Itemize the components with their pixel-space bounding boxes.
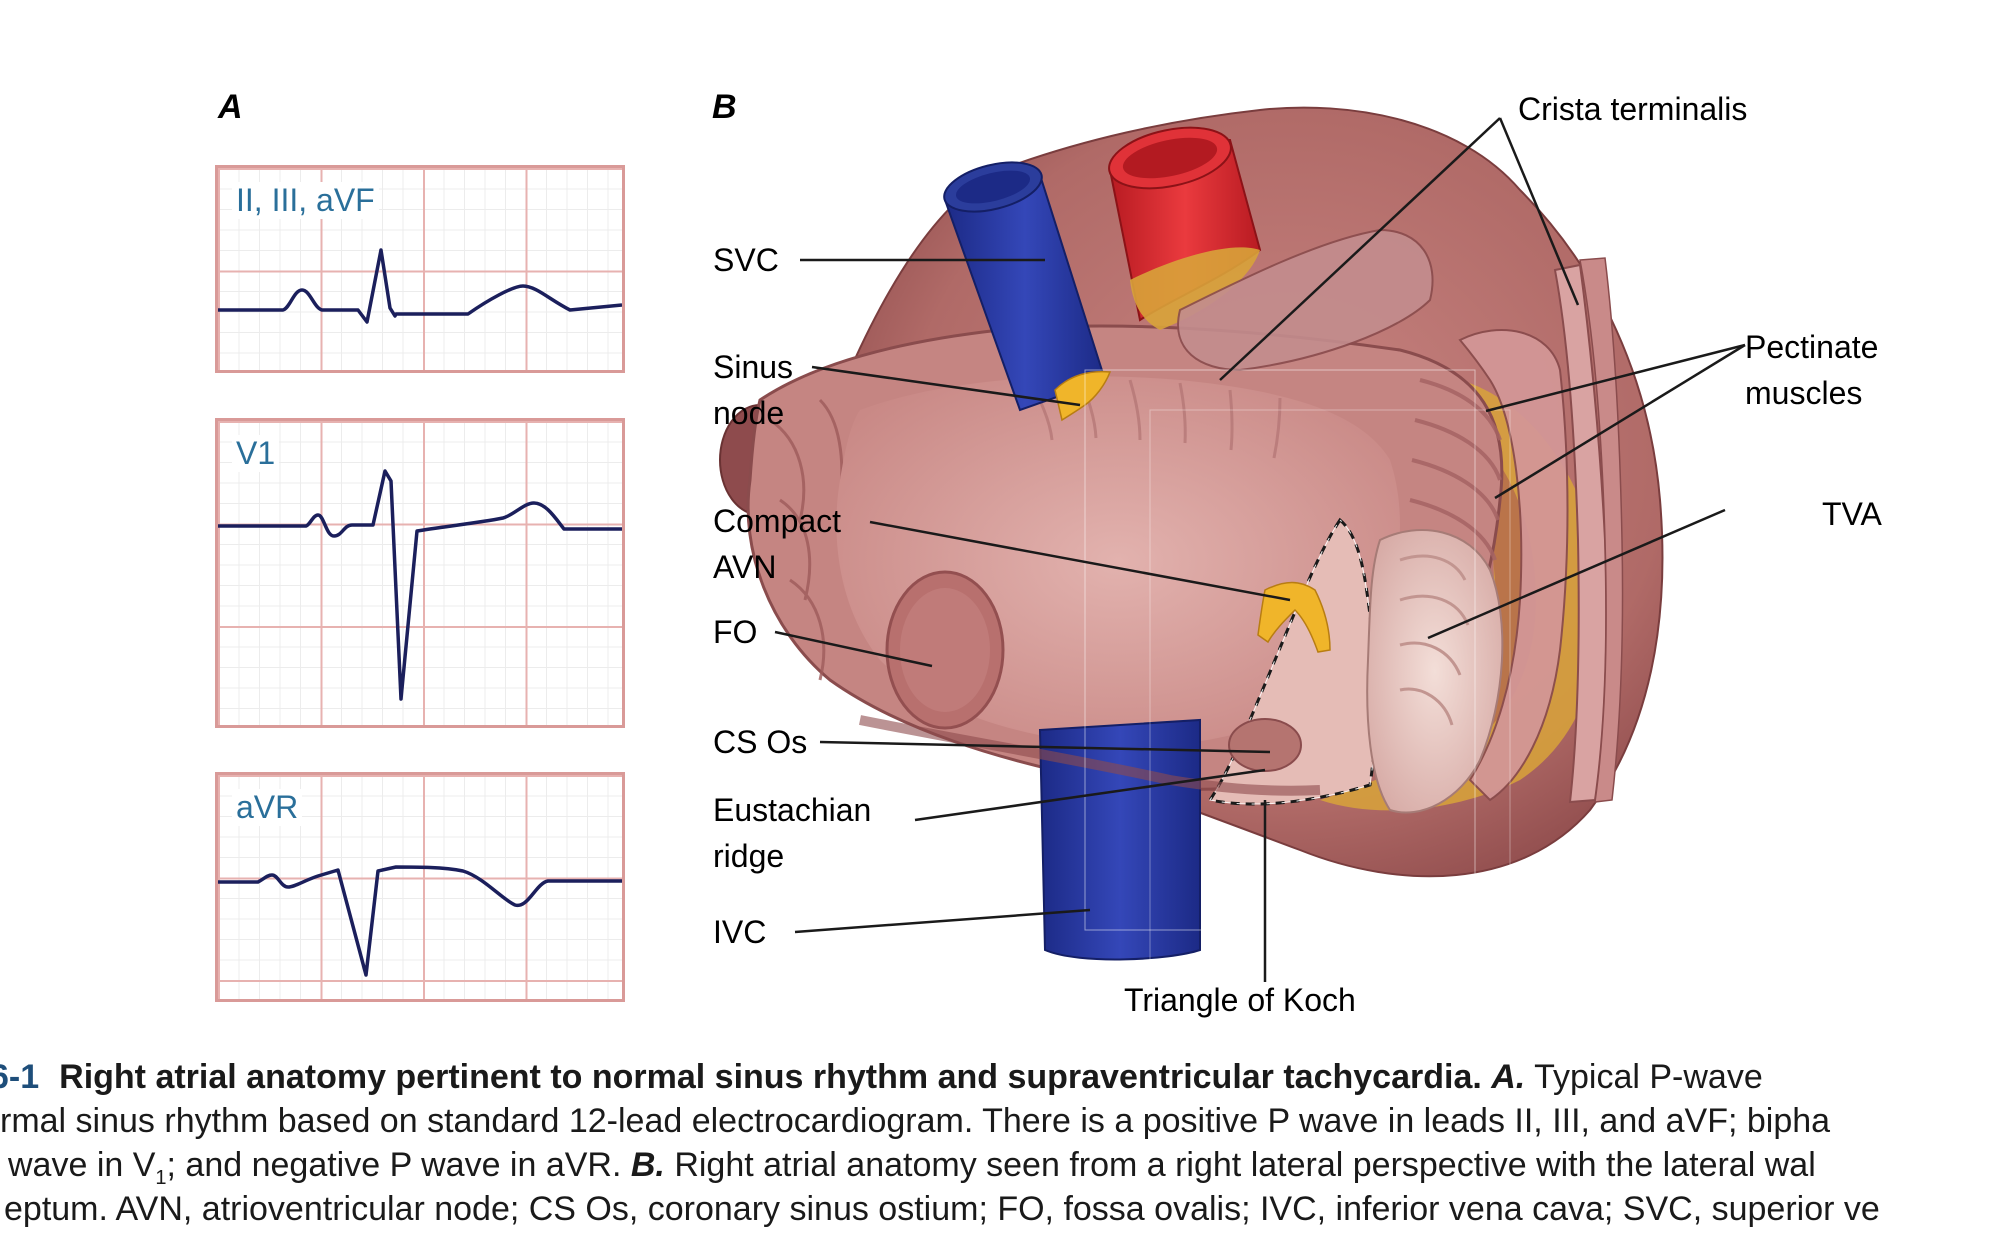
leader-pectinate-1: [1485, 343, 1746, 413]
caption-line4-text: eptum. AVN, atrioventricular node; CS Os…: [4, 1190, 1880, 1228]
figure-number: 6-1: [0, 1058, 40, 1096]
callout-triangle-of-koch: Triangle of Koch: [1124, 982, 1356, 1018]
ecg-lead-label: V1: [232, 435, 280, 472]
crista-band-2: [1579, 257, 1624, 803]
ecg-strip-avr: aVR: [215, 772, 625, 1002]
leader-lines: [774, 117, 1746, 982]
ecg-strip-inferior: II, III, aVF: [215, 165, 625, 373]
callout-compact-avn-line2: AVN: [713, 549, 777, 585]
leader-sinus-node: [811, 365, 1081, 407]
leader-tva: [1427, 508, 1726, 640]
ecg-trace-avr: [218, 865, 622, 977]
compact-avn: [1257, 581, 1331, 653]
callout-sinus-node-line1: Sinus: [713, 349, 794, 385]
callout-crista-terminalis: Crista terminalis: [1518, 91, 1748, 127]
eustachian-ridge: [859, 715, 1321, 796]
leader-crista-2: [1498, 117, 1580, 306]
ecg-trace-v1: [218, 469, 622, 701]
callout-fo: FO: [713, 614, 758, 650]
leader-compact-avn: [869, 520, 1291, 602]
callout-eustachian-line2: ridge: [713, 838, 785, 874]
callout-cs-os: CS Os: [713, 724, 808, 760]
ecg-strip-v1: V1: [215, 418, 625, 728]
leader-eustachian: [914, 768, 1266, 822]
caption-line-1: 6-1 Right atrial anatomy pertinent to nor…: [0, 1055, 2000, 1099]
leader-fo: [774, 630, 933, 668]
callout-eustachian-line1: Eustachian: [713, 792, 872, 828]
caption-b-marker: B.: [630, 1146, 665, 1184]
caption-a-marker: A.: [1491, 1058, 1526, 1096]
ecg-trace-svg: [218, 469, 622, 701]
caption-title: Right atrial anatomy pertinent to normal…: [59, 1058, 1482, 1096]
leader-ivc: [794, 908, 1091, 934]
callout-compact-avn-line1: Compact: [713, 503, 842, 539]
caption-line3-subscript: 1: [155, 1166, 167, 1189]
svc-vessel: [943, 161, 1107, 412]
ecg-trace-svg: [218, 865, 622, 977]
caption-line-3: wave in V1; and negative P wave in aVR. …: [8, 1143, 2000, 1189]
leader-cs-os: [819, 740, 1271, 754]
ecg-lead-label: II, III, aVF: [232, 182, 379, 219]
callout-tva: TVA: [1822, 496, 1882, 532]
leader-pectinate-2: [1494, 343, 1746, 500]
sinus-node: [1054, 370, 1112, 422]
callout-svc: SVC: [713, 242, 779, 278]
caption-line1-rest: Typical P-wave: [1534, 1058, 1763, 1096]
caption-line3-pre: wave in V: [8, 1146, 156, 1184]
right-atrium-illustration: [719, 106, 1746, 982]
ecg-trace-inferior: [218, 248, 622, 324]
aorta-vessel: [1108, 126, 1262, 330]
callout-pectinate-line2: muscles: [1745, 375, 1863, 411]
figure-caption: 6-1 Right atrial anatomy pertinent to nor…: [0, 1055, 2000, 1231]
callout-ivc: IVC: [713, 914, 767, 950]
callout-sinus-node-line2: node: [713, 395, 785, 431]
vestibule-band: [1458, 329, 1569, 802]
tva-leaflet-folds: [1399, 554, 1470, 726]
cs-ostium: [1228, 718, 1302, 772]
caption-line-2: rmal sinus rhythm based on standard 12-l…: [0, 1099, 2000, 1143]
panel-a-label: A: [218, 88, 243, 126]
caption-line3-rest: Right atrial anatomy seen from a right l…: [674, 1146, 1816, 1184]
caption-line3-mid: ; and negative P wave in aVR.: [166, 1146, 622, 1184]
callout-pectinate-line1: Pectinate: [1745, 329, 1879, 365]
ecg-trace-svg: [218, 248, 622, 324]
caption-line-4: eptum. AVN, atrioventricular node; CS Os…: [4, 1187, 2000, 1231]
ecg-lead-label: aVR: [232, 789, 303, 826]
caption-line2-text: rmal sinus rhythm based on standard 12-l…: [0, 1102, 1831, 1140]
leader-crista-1: [1219, 117, 1501, 381]
panel-b-label: B: [712, 88, 737, 126]
